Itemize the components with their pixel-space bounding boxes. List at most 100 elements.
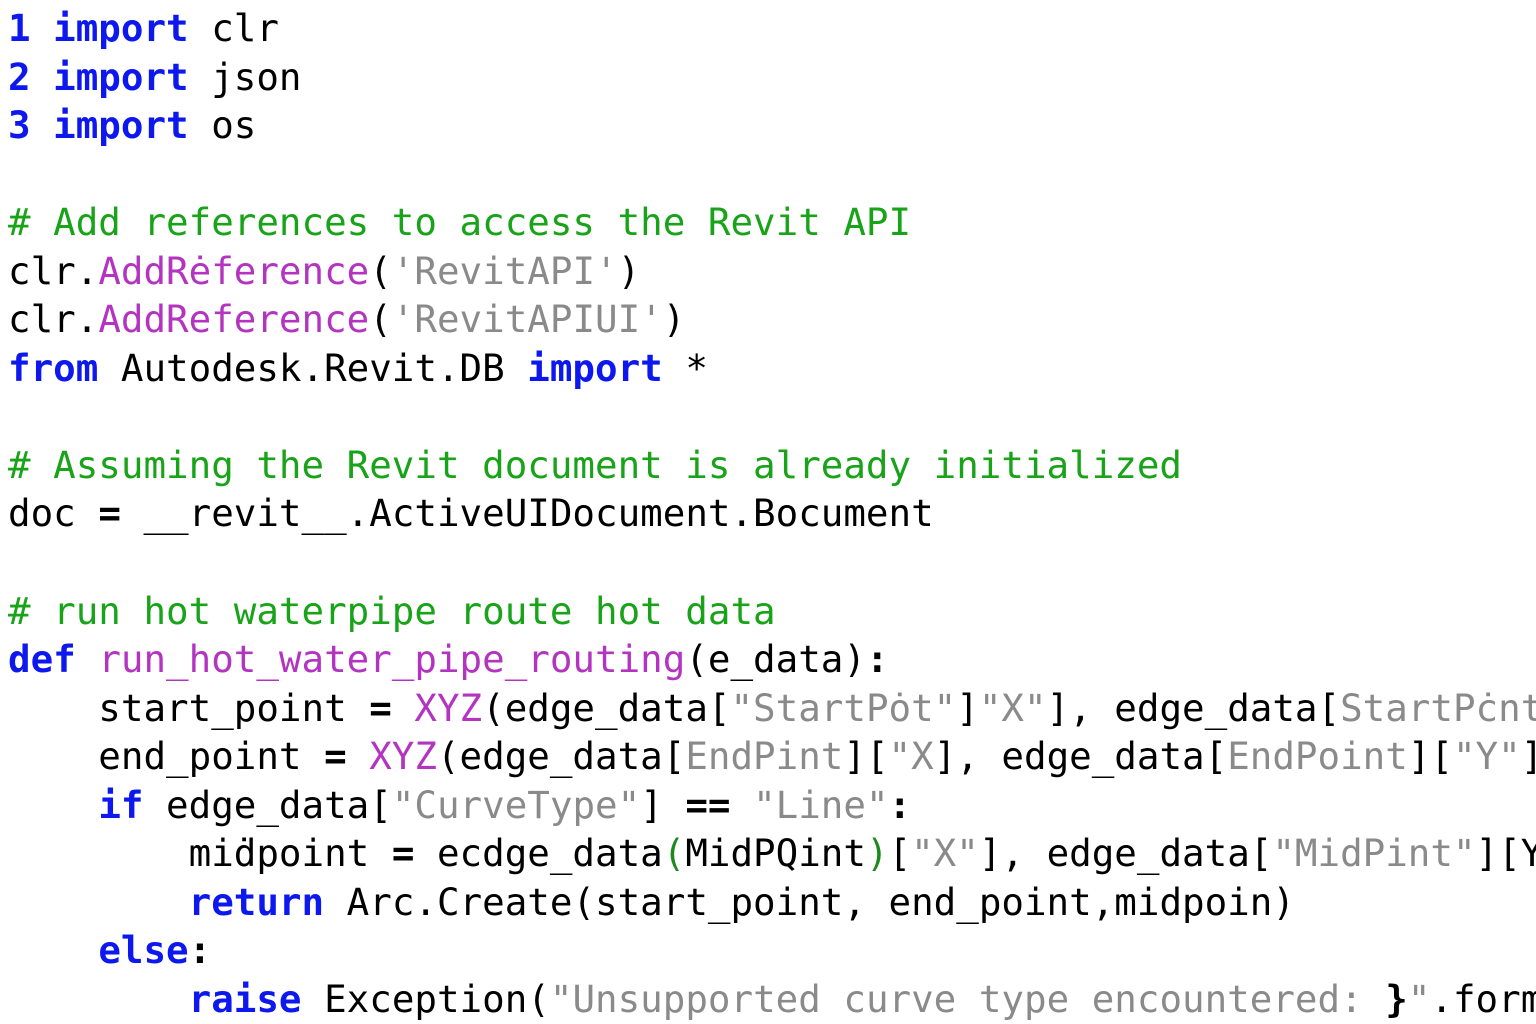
code-segment: clr. (8, 297, 99, 342)
code-line: return Arc.Create(start_point, end_point… (8, 878, 1536, 927)
code-segment: import (53, 6, 189, 50)
code-segment (31, 6, 54, 50)
code-segment: } (1385, 976, 1408, 1021)
code-segment: "X" (978, 685, 1047, 730)
code-segment: Arc.Create(start_point, end_point,midpoi… (324, 879, 1295, 924)
code-line: 1 import clr (8, 4, 1536, 53)
code-line: start_point = XYZ(edge_data["StartPȯt"]"… (8, 684, 1536, 733)
code-segment (31, 103, 54, 147)
code-segment: 1 (8, 6, 31, 50)
code-segment: else (98, 928, 189, 973)
code-segment (8, 928, 98, 972)
code-segment: # Add references to access the Revit API (8, 200, 912, 245)
code-segment: miḋpoint (8, 831, 392, 876)
code-segment: # Assuming the Revit document is already… (8, 442, 1182, 487)
code-segment: ) (662, 297, 686, 342)
code-line: # run hot waterpipe route hot data (8, 587, 1536, 636)
code-segment: "CurveType" (391, 782, 641, 827)
code-segment: XYZ (414, 685, 483, 730)
code-segment: 'RevitAPIUI' (391, 297, 663, 342)
code-segment: import (527, 345, 663, 390)
code-segment: : (865, 637, 889, 682)
code-line: doc = __revit__.ActiveUIDocument.Bocumen… (8, 489, 1536, 538)
code-line: 3 import os (8, 101, 1536, 150)
code-line (8, 392, 1536, 441)
code-segment: (e_data) (685, 637, 866, 682)
code-segment: AddRėference (98, 248, 370, 293)
code-line: else: (8, 926, 1536, 975)
code-line: if edge_data["CurveType"] == "Line": (8, 781, 1536, 830)
code-segment: clr. (8, 248, 99, 293)
code-segment: ] (1521, 734, 1536, 778)
code-line (8, 150, 1536, 199)
code-segment: start_point (8, 685, 370, 730)
code-segment (31, 55, 54, 99)
code-line: clr.AddRėference('RevitAPI') (8, 247, 1536, 296)
code-segment: StartPċnt (1340, 685, 1536, 730)
code-segment (392, 686, 415, 730)
code-line: from Autodesk.Revit.DB import * (8, 344, 1536, 393)
code-segment: XYZ (369, 734, 437, 779)
code-segment (731, 783, 754, 827)
code-segment: 'RevitAPI' (391, 248, 618, 293)
code-segment (8, 880, 189, 924)
code-segment: def (8, 637, 76, 682)
code-segment: json (188, 54, 302, 99)
code-segment (347, 734, 370, 778)
code-segment: = (369, 685, 392, 730)
code-segment: ], edge_data[ (1046, 685, 1341, 730)
code-line: clr.AddReference('RevitAPIUI') (8, 295, 1536, 344)
code-segment: if (98, 782, 144, 827)
code-segment: "Y" (1452, 734, 1521, 779)
code-segment (8, 977, 189, 1021)
code-segment: ( (369, 297, 392, 342)
code-line (8, 538, 1536, 587)
code-segment: edge_data[ (143, 782, 392, 827)
code-segment: # run hot waterpipe route hot data (8, 588, 776, 633)
code-segment: return (188, 879, 325, 924)
code-segment: clr (188, 6, 279, 50)
code-segment: import (53, 54, 189, 99)
code-line: miḋpoint = ecdge_data(MidPQint)["X"], ed… (8, 829, 1536, 878)
code-segment: = (391, 831, 415, 876)
code-line: raise Exception("Unsupported curve type … (8, 975, 1536, 1024)
code-segment: os (188, 103, 257, 148)
code-segment: end_point (8, 734, 325, 779)
code-segment: ][Y (1475, 831, 1536, 876)
code-segment: ] (956, 685, 979, 730)
code-segment: = (98, 491, 121, 536)
code-segment: : (888, 782, 912, 827)
code-line: end_point = XYZ(edge_data[EndPint]["X], … (8, 732, 1536, 781)
code-segment: __revit__.ActiveUIDocument.Bocument (120, 491, 934, 536)
code-segment: "X" (911, 831, 979, 876)
code-segment: from (8, 345, 99, 390)
code-segment: ], edge_data[ (978, 831, 1273, 876)
code-segment: ( (369, 248, 392, 293)
code-segment: (edge_data[ (436, 734, 686, 779)
code-segment: (edge_data[ (482, 685, 731, 730)
code-line: # Assuming the Revit document is already… (8, 441, 1536, 490)
code-segment: EndPint (685, 734, 844, 779)
code-segment: ) (865, 831, 889, 876)
code-segment: "Line" (753, 782, 889, 827)
code-segment (8, 783, 98, 827)
code-segment: " (1407, 976, 1431, 1021)
code-segment: ][ (843, 734, 889, 779)
code-segment: Exception( (301, 976, 550, 1021)
code-segment: "Unsupported curve type encountered: (549, 976, 1386, 1021)
code-segment: 2 (8, 54, 31, 99)
code-line: # Add references to access the Revit API (8, 198, 1536, 247)
code-segment: ] (640, 782, 686, 827)
code-segment: ( (662, 831, 686, 876)
code-segment: ecdge_data (414, 831, 663, 876)
code-line: 2 import json (8, 53, 1536, 102)
code-segment (76, 637, 99, 681)
code-segment: ) (617, 248, 641, 293)
code-segment: import (53, 103, 189, 148)
code-segment: * (662, 345, 708, 390)
code-segment: run_hot_water_pipe_routing (98, 637, 686, 682)
code-segment: "X (888, 734, 934, 779)
code-segment: [ (888, 831, 912, 876)
